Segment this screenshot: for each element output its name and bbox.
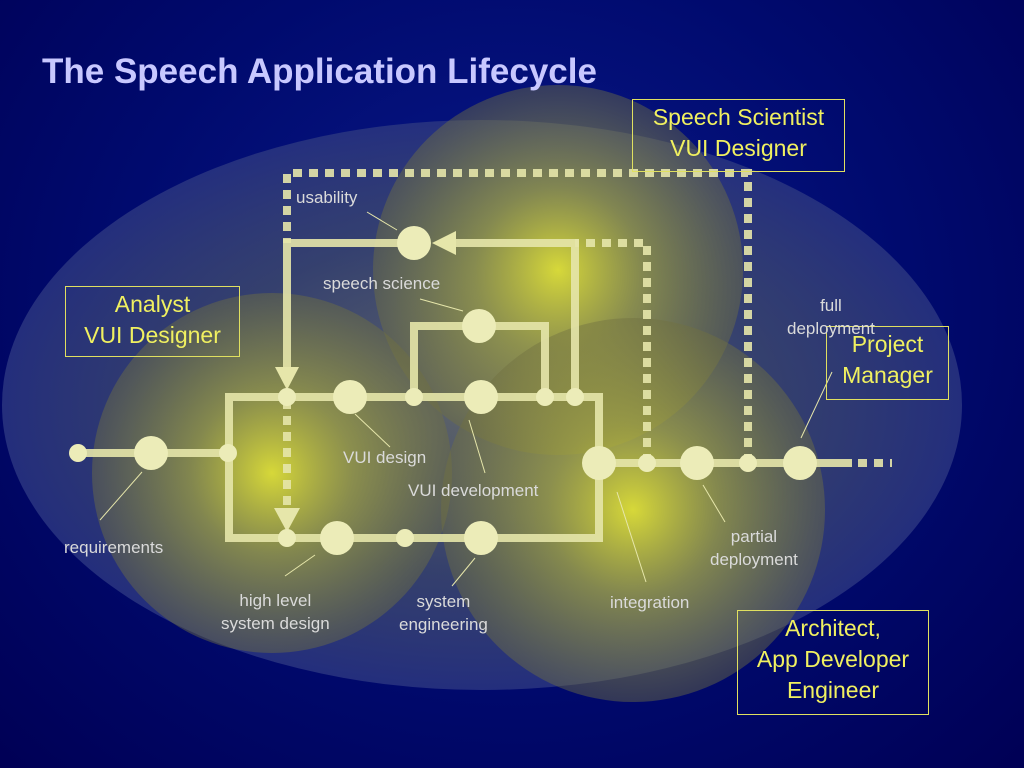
- leader-vui-development: [468, 419, 486, 474]
- leader-requirements: [99, 471, 143, 521]
- role-line: Project: [851, 331, 924, 357]
- node-junction-usability: [566, 388, 584, 406]
- leader-usability: [366, 211, 398, 231]
- leader-integration: [616, 491, 647, 583]
- arrowhead-usability: [432, 231, 456, 255]
- label-integration: integration: [610, 593, 690, 612]
- development-region: [441, 318, 825, 702]
- node-requirements: [134, 436, 168, 470]
- node-junction-partial: [638, 454, 656, 472]
- label-vui-design: VUI design: [343, 448, 427, 467]
- label-vui-development: VUI development: [408, 481, 539, 500]
- role-line: VUI Designer: [670, 135, 807, 161]
- node-junction-vui-design: [278, 388, 296, 406]
- node-partial-deployment: [680, 446, 714, 480]
- label-high-level-system-design: high level system design: [221, 589, 330, 635]
- label-line: full: [820, 296, 842, 315]
- role-project-manager: Project Manager: [826, 326, 949, 400]
- node-full-deployment: [783, 446, 817, 480]
- label-line: deployment: [710, 550, 798, 569]
- role-line: Engineer: [786, 677, 880, 703]
- node-system-engineering: [464, 521, 498, 555]
- role-line: App Developer: [756, 646, 910, 672]
- role-line: Analyst: [114, 291, 191, 317]
- node-junction-full: [739, 454, 757, 472]
- role-analyst: Analyst VUI Designer: [65, 286, 240, 357]
- node-junction-speech-right: [536, 388, 554, 406]
- leader-high-level: [284, 554, 316, 577]
- role-line: Architect,: [785, 615, 881, 641]
- arrowhead-vui-design: [275, 367, 299, 390]
- label-line: partial: [730, 527, 778, 546]
- node-junction-high-level: [278, 529, 296, 547]
- label-line: system design: [221, 614, 330, 633]
- node-junction-system: [396, 529, 414, 547]
- page-title: The Speech Application Lifecycle: [42, 52, 597, 91]
- label-line: deployment: [787, 319, 875, 338]
- leader-partial-deployment: [702, 484, 726, 523]
- leader-speech-science: [419, 298, 464, 312]
- label-full-deployment: full deployment: [787, 294, 875, 340]
- role-line: Manager: [842, 362, 933, 388]
- node-junction-speech-left: [405, 388, 423, 406]
- role-line: VUI Designer: [84, 322, 221, 348]
- design-region: [92, 293, 452, 653]
- node-vui-development: [464, 380, 498, 414]
- label-system-engineering: system engineering: [399, 590, 488, 636]
- leader-vui-design: [354, 413, 391, 448]
- label-partial-deployment: partial deployment: [710, 525, 798, 571]
- arrowhead-high-level: [274, 508, 300, 532]
- node-junction-left: [219, 444, 237, 462]
- leader-system-engineering: [451, 557, 476, 587]
- label-line: engineering: [399, 615, 488, 634]
- node-high-level-system-design: [320, 521, 354, 555]
- node-speech-science: [462, 309, 496, 343]
- role-architect: Architect, App Developer Engineer: [737, 610, 929, 715]
- label-speech-science: speech science: [323, 274, 441, 293]
- label-line: high level: [239, 591, 312, 610]
- role-speech-scientist: Speech Scientist VUI Designer: [632, 99, 845, 172]
- node-usability: [397, 226, 431, 260]
- node-vui-design: [333, 380, 367, 414]
- label-usability: usability: [296, 188, 358, 207]
- node-start: [69, 444, 87, 462]
- label-requirements: requirements: [64, 538, 164, 557]
- role-line: Speech Scientist: [652, 104, 825, 130]
- label-line: system: [416, 592, 471, 611]
- node-integration: [582, 446, 616, 480]
- full-deployment-feedback-path: [283, 169, 752, 463]
